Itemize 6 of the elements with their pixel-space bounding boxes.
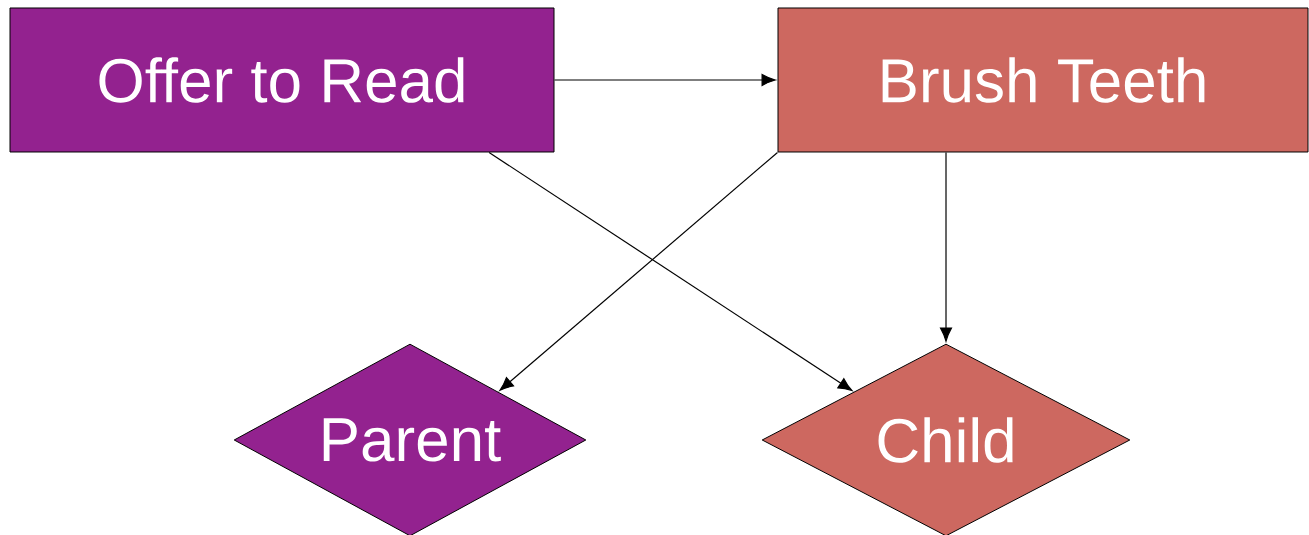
arrow bbox=[553, 74, 776, 86]
process-box: Brush Teeth bbox=[777, 7, 1309, 153]
arrow bbox=[940, 151, 952, 342]
arrow bbox=[488, 151, 853, 392]
arrow bbox=[499, 151, 779, 391]
process-box: Offer to Read bbox=[9, 7, 555, 153]
